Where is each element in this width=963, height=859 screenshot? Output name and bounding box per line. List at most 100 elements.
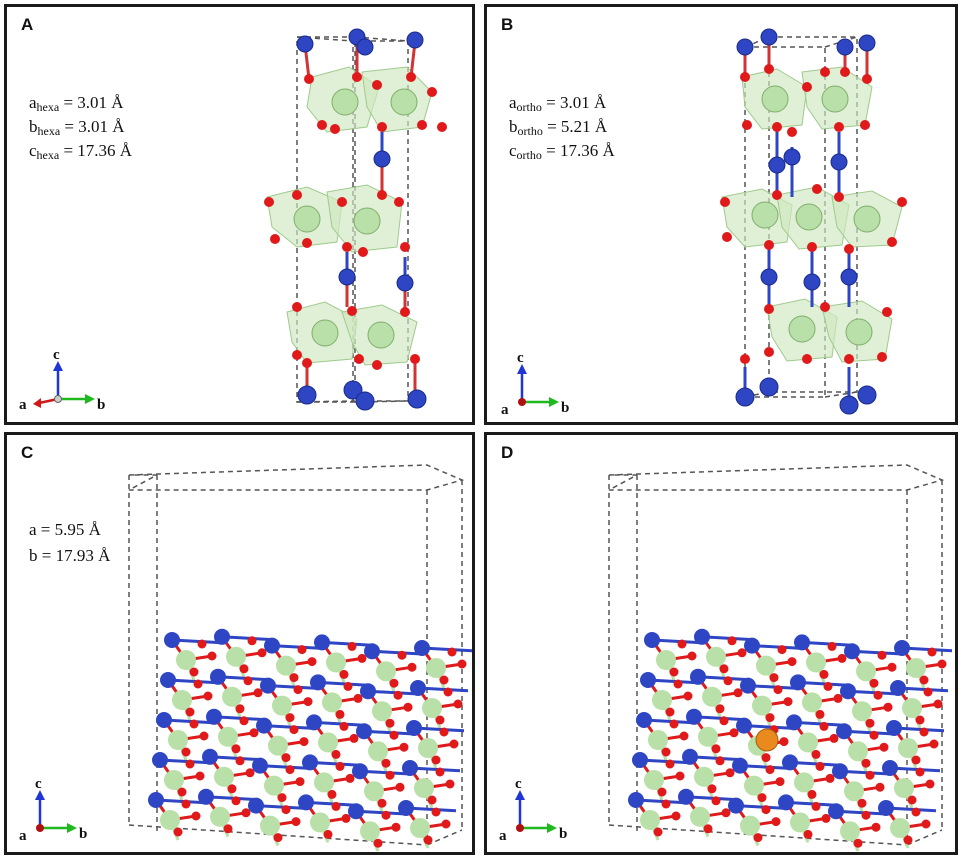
- oxygen-atom: [873, 690, 883, 700]
- oxygen-atom: [765, 713, 775, 723]
- oxygen-atom: [669, 667, 679, 677]
- oxygen-atom: [919, 675, 929, 685]
- oxygen-atom: [449, 739, 459, 749]
- bond: [693, 715, 745, 722]
- oxygen-atom: [395, 782, 405, 792]
- axis-label-b: b: [561, 400, 569, 416]
- oxygen-atom: [833, 693, 843, 703]
- oxygen-atom: [341, 813, 351, 823]
- oxygen-atom: [185, 759, 195, 769]
- oxygen-atom: [687, 651, 697, 661]
- bond: [743, 724, 795, 730]
- oxygen-atom: [911, 807, 921, 817]
- blue-atom: [210, 668, 226, 685]
- dopant-atom: [755, 728, 779, 752]
- oxygen-atom: [347, 641, 357, 651]
- metal-atom: [706, 646, 726, 667]
- lattice-param-a: a = 5.95 Å: [29, 520, 101, 539]
- bond: [171, 638, 223, 645]
- blue-atom: [264, 637, 280, 654]
- oxygen-atom: [257, 648, 267, 658]
- oxygen-atom: [727, 636, 737, 646]
- bond: [897, 686, 949, 693]
- metal-atom: [906, 658, 926, 678]
- oxygen-atom: [199, 731, 209, 741]
- bond: [835, 809, 887, 816]
- blue-atom: [840, 683, 856, 700]
- blue-atom: [894, 640, 910, 656]
- metal-atom: [368, 741, 388, 762]
- bond: [255, 804, 307, 810]
- oxygen-atom: [435, 715, 445, 725]
- metal-atom: [744, 775, 764, 796]
- oxygen-atom: [777, 645, 787, 655]
- oxygen-atom: [273, 833, 283, 843]
- oxygen-atom: [281, 805, 291, 815]
- bond: [159, 758, 211, 765]
- metal-atom: [372, 701, 392, 722]
- blue-atom: [878, 800, 894, 816]
- bond: [689, 755, 741, 762]
- oxygen-atom: [281, 753, 291, 763]
- bond: [651, 638, 703, 645]
- axis-label-b: b: [97, 397, 105, 413]
- blue-atom: [248, 797, 264, 814]
- blue-atom: [402, 760, 418, 776]
- bond: [893, 726, 945, 733]
- metal-atom: [414, 778, 434, 798]
- oxygen-atom: [339, 669, 349, 679]
- oxygen-atom: [345, 773, 355, 783]
- oxygen-atom: [821, 813, 831, 823]
- oxygen-atom: [227, 784, 237, 794]
- blue-atom: [786, 714, 802, 731]
- bond: [405, 806, 457, 813]
- panel-letter: D: [501, 443, 514, 462]
- metal-atoms: [751, 85, 881, 346]
- oxygen-atom: [927, 647, 937, 657]
- metal-atom: [840, 821, 860, 842]
- oxygen-atom: [291, 817, 301, 827]
- bond: [367, 689, 419, 696]
- bond: [793, 720, 845, 727]
- metal-atom: [648, 730, 668, 750]
- oxygen-atom: [223, 824, 233, 834]
- bond: [259, 764, 311, 770]
- blue-atom: [694, 628, 710, 645]
- metal-atom: [418, 738, 438, 758]
- oxygen-atom: [239, 664, 249, 674]
- blue-atom: [732, 757, 748, 774]
- bond: [205, 795, 257, 802]
- blue-atom: [736, 717, 752, 734]
- oxygen-atom: [439, 727, 449, 737]
- oxygen-atom: [775, 777, 785, 787]
- oxygen-atom: [719, 716, 729, 726]
- blue-atom: [152, 752, 168, 768]
- blue-atom: [302, 754, 318, 771]
- metal-atom: [260, 815, 280, 836]
- oxygen-atom: [761, 753, 771, 763]
- oxygen-atom: [877, 650, 887, 660]
- metal-atom: [852, 701, 872, 722]
- oxygen-atom: [725, 768, 735, 778]
- oxygen-atom: [389, 730, 399, 740]
- oxygen-atom: [357, 653, 367, 663]
- oxygen-atom: [331, 749, 341, 759]
- metal-atom: [176, 650, 196, 670]
- blue-atom: [778, 794, 794, 811]
- oxygen-atom: [385, 718, 395, 728]
- oxygen-atom: [761, 805, 771, 815]
- blue-atom: [352, 763, 368, 780]
- metal-atom: [172, 690, 192, 710]
- oxygen-atom: [919, 727, 929, 737]
- metal-atom: [360, 821, 380, 842]
- oxygen-atom: [857, 798, 867, 808]
- bond: [747, 684, 799, 690]
- oxygen-atom: [815, 709, 825, 719]
- metal-atom: [856, 661, 876, 682]
- oxygen-atom: [177, 787, 187, 797]
- oxygen-atom: [197, 639, 207, 649]
- oxygen-atom: [397, 650, 407, 660]
- oxygen-atom: [665, 707, 675, 717]
- oxygen-atom: [443, 687, 453, 697]
- bond: [413, 726, 465, 733]
